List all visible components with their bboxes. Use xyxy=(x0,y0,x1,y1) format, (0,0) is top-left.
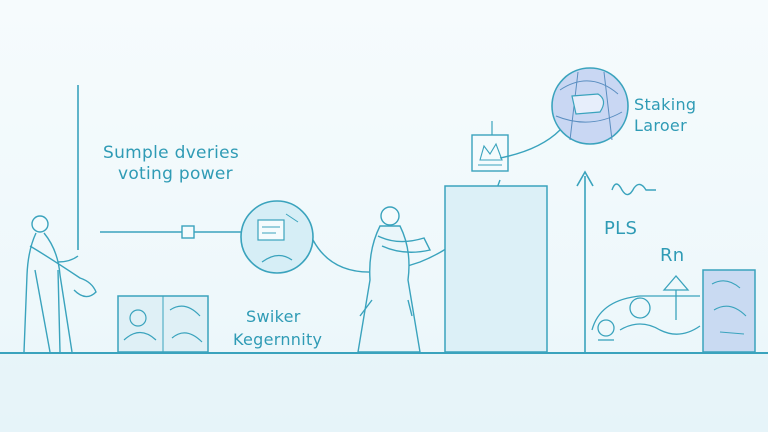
tall-pillar xyxy=(444,185,548,353)
staking-label-line1: Staking xyxy=(634,95,697,114)
hanging-sign-icon xyxy=(471,121,509,172)
swiker-label-line1: Swiker xyxy=(246,307,301,326)
walking-person-illustration xyxy=(23,215,97,353)
machine-illustration xyxy=(591,275,701,341)
voting-label-line2: voting power xyxy=(118,164,233,184)
arc-to-globe xyxy=(499,129,561,159)
voting-label-line1: Sumple dveries xyxy=(103,143,240,163)
connector-node xyxy=(181,225,195,239)
staking-coin-icon xyxy=(551,67,629,145)
central-circle-icon xyxy=(240,200,314,274)
squiggle-mark xyxy=(611,183,656,196)
staking-label-line2: Laroer xyxy=(634,116,687,135)
rn-label: Rn xyxy=(660,245,685,266)
right-panel-box xyxy=(702,269,756,353)
framed-picture xyxy=(117,295,209,353)
standing-person-illustration xyxy=(357,206,432,353)
pls-label: PLS xyxy=(604,218,638,239)
swiker-label-line2: Kegernnity xyxy=(233,330,323,349)
ground-shadow xyxy=(0,354,768,432)
up-arrow-icon xyxy=(576,170,594,352)
